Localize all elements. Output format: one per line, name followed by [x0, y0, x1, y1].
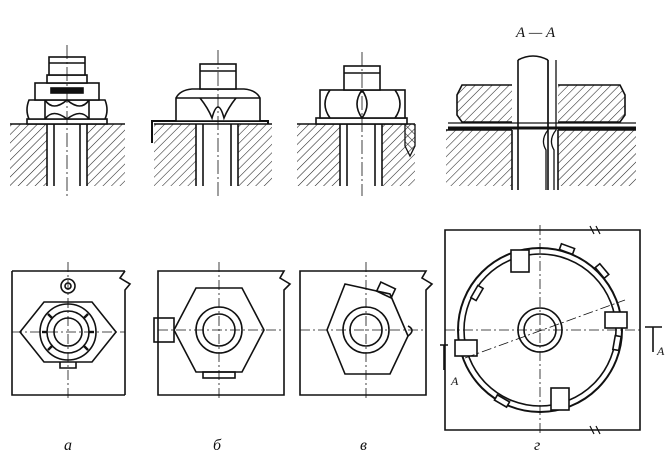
cut-label-right: А — [656, 344, 665, 358]
section-view-b — [151, 50, 272, 196]
label-b: б — [213, 437, 222, 454]
section-view-g: А — А — [446, 25, 636, 190]
section-label: А — А — [515, 25, 556, 41]
section-view-a — [10, 45, 125, 196]
plan-view-g — [440, 225, 662, 435]
plan-view-v — [299, 262, 434, 400]
plan-view-b — [153, 262, 292, 400]
section-view-v — [297, 52, 416, 196]
label-g: г — [534, 437, 540, 454]
label-v: в — [360, 437, 367, 454]
label-a: а — [64, 437, 72, 454]
cut-label-left: А — [450, 374, 459, 388]
plan-view-a — [11, 262, 132, 400]
